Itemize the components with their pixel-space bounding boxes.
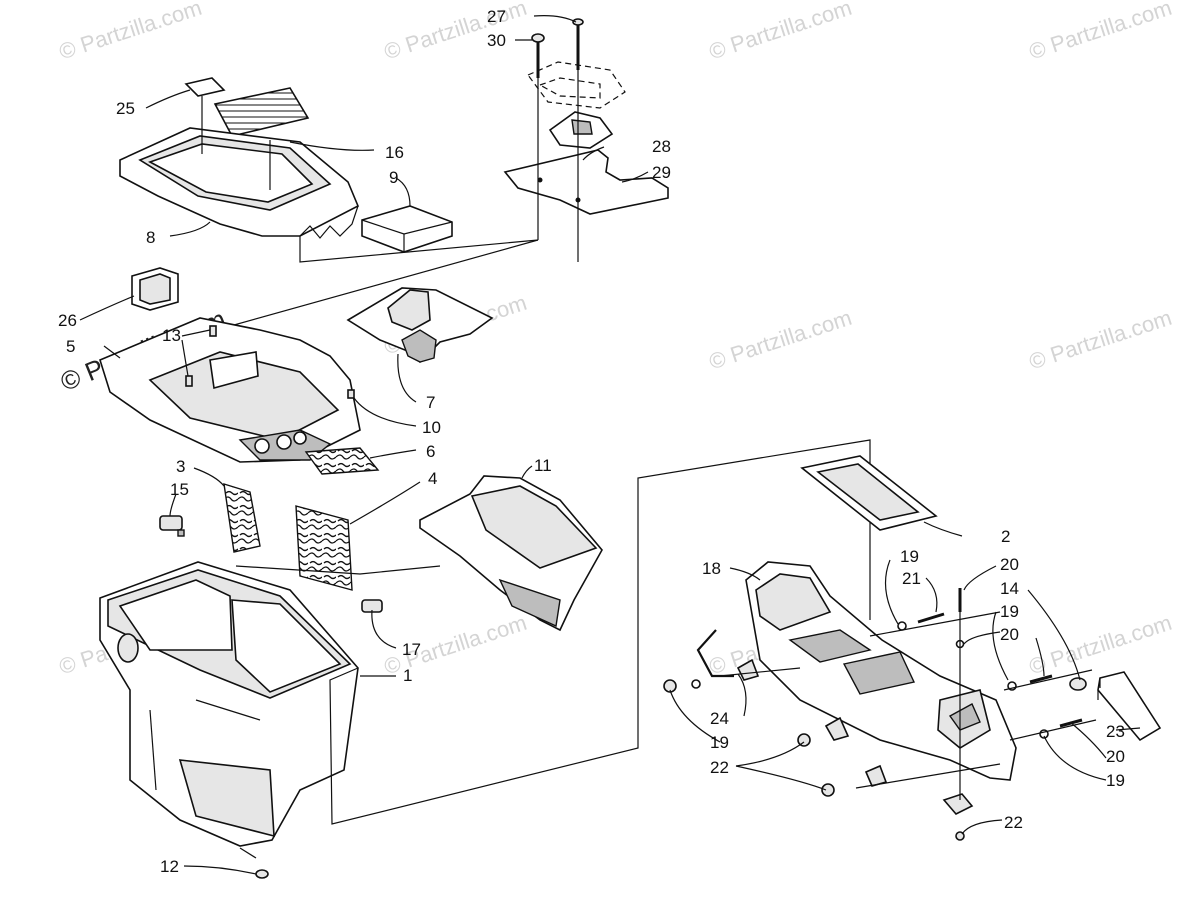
callout-20: 20 — [1106, 747, 1125, 766]
grommet-14 — [1069, 677, 1087, 691]
callout-19: 19 — [900, 547, 919, 566]
filter-23 — [1097, 671, 1162, 742]
callout-25: 25 — [116, 99, 135, 118]
hose-24 — [696, 629, 734, 678]
air-box-lid-8 — [119, 127, 360, 239]
callout-1: 1 — [403, 666, 412, 685]
callout-5: 5 — [66, 337, 75, 356]
gasket-2 — [800, 455, 938, 531]
mount-plate-29 — [503, 149, 669, 215]
foam-3 — [223, 483, 261, 553]
screw-13 — [185, 325, 217, 387]
duct-7 — [346, 287, 494, 364]
snorkel-18 — [745, 561, 1017, 781]
screw-10 — [347, 389, 355, 399]
callout-3: 3 — [176, 457, 185, 476]
callout-19: 19 — [710, 733, 729, 752]
bolt-20c — [1039, 718, 1083, 739]
gasket-6 — [304, 447, 380, 475]
callout-13: 13 — [162, 326, 181, 345]
callout-4: 4 — [428, 469, 437, 488]
air-box-1 — [99, 561, 359, 847]
callout-15: 15 — [170, 480, 189, 499]
callout-19: 19 — [1106, 771, 1125, 790]
callout-14: 14 — [1000, 579, 1019, 598]
grommet-26 — [131, 267, 179, 311]
callout-leaders — [79, 15, 1141, 875]
callout-20: 20 — [1000, 625, 1019, 644]
label-25 — [184, 77, 226, 97]
callout-24: 24 — [710, 709, 729, 728]
callout-18: 18 — [702, 559, 721, 578]
callout-7: 7 — [426, 393, 435, 412]
bolt-30 — [531, 33, 545, 78]
connector-15 — [159, 515, 185, 537]
silencer-11 — [419, 475, 603, 632]
callout-2: 2 — [1001, 527, 1010, 546]
intake-housing-5 — [99, 317, 361, 463]
callout-23: 23 — [1106, 722, 1125, 741]
foam-4 — [295, 505, 353, 591]
callout-22: 22 — [710, 758, 729, 777]
regulator-dashed — [527, 61, 626, 149]
bolt-27 — [572, 18, 584, 70]
bolt-21 — [897, 612, 945, 631]
callout-29: 29 — [652, 163, 671, 182]
callout-8: 8 — [146, 228, 155, 247]
callout-10: 10 — [422, 418, 441, 437]
callout-30: 30 — [487, 31, 506, 50]
callout-19: 19 — [1000, 602, 1019, 621]
screen-16 — [213, 87, 310, 137]
callout-21: 21 — [902, 569, 921, 588]
callout-20: 20 — [1000, 555, 1019, 574]
drain-plug-12 — [255, 869, 269, 879]
filter-9 — [361, 205, 453, 253]
callout-27: 27 — [487, 7, 506, 26]
callout-11: 11 — [534, 456, 552, 475]
bolt-20b — [1007, 674, 1053, 691]
callout-9: 9 — [389, 168, 398, 187]
callout-22: 22 — [1004, 813, 1023, 832]
callout-6: 6 — [426, 442, 435, 461]
callout-17: 17 — [402, 640, 421, 659]
callout-28: 28 — [652, 137, 671, 156]
callout-26: 26 — [58, 311, 77, 330]
callout-16: 16 — [385, 143, 404, 162]
nut-22 — [663, 658, 974, 841]
callout-12: 12 — [160, 857, 179, 876]
